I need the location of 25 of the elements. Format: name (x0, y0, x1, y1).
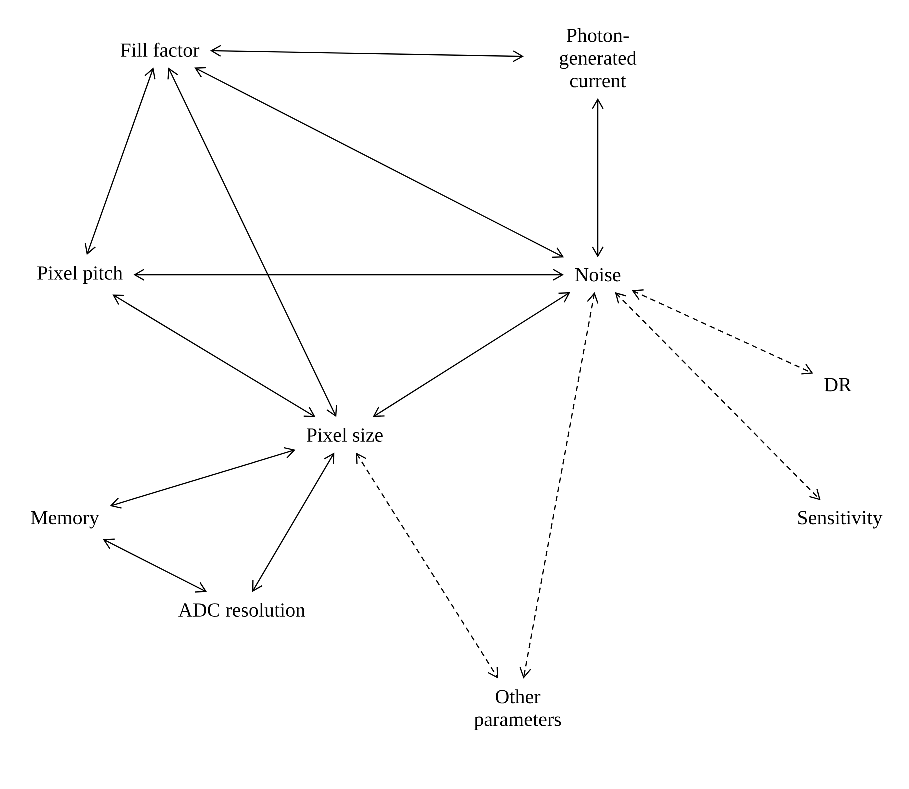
concept-label: Photon-generated current (560, 28, 637, 88)
arrow (134, 269, 564, 281)
arrow (520, 292, 599, 679)
concept-label: Other parameters (474, 690, 562, 730)
concept-label: Memory (31, 511, 100, 529)
concept-label: Noise (575, 268, 621, 282)
arrow (356, 452, 498, 679)
arrow (110, 447, 296, 509)
concept-label: Pixel size (307, 428, 383, 442)
arrow (210, 45, 524, 62)
arrow (592, 98, 604, 258)
arrow (615, 292, 821, 501)
concept-label: Fill factor (120, 42, 200, 58)
arrow (112, 294, 316, 418)
arrow (194, 67, 564, 258)
arrow (168, 68, 338, 418)
concept-label: Pixel pitch (38, 266, 123, 284)
arrow (373, 292, 571, 418)
arrow (84, 68, 156, 256)
concept-label: Sensitivity (798, 511, 883, 529)
arrow (252, 452, 335, 592)
concept-label: ADC resolution (178, 602, 306, 618)
arrow (103, 538, 208, 593)
arrow (632, 290, 814, 375)
concept-label: DR (824, 378, 852, 392)
